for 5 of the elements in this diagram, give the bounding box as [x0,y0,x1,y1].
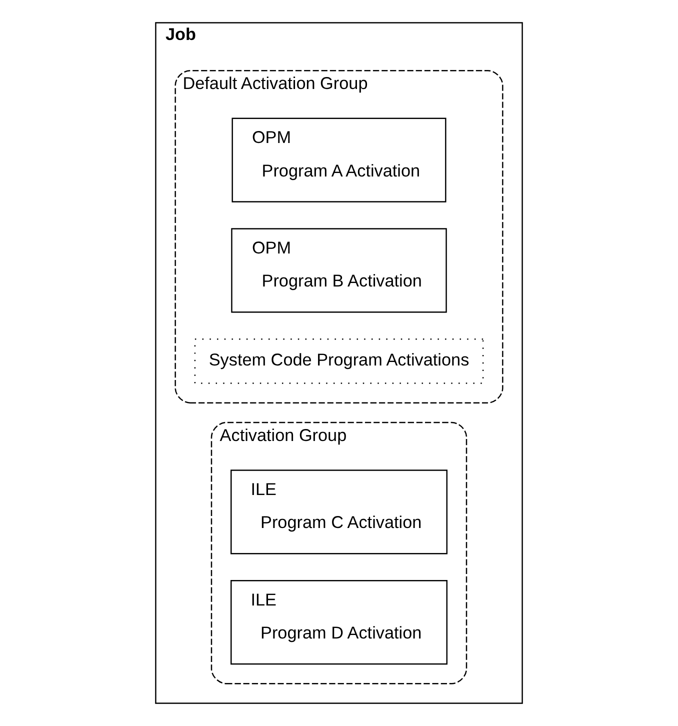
node-box: System Code Program Activations [194,338,484,384]
node-box: OPM Program B Activation [231,228,447,313]
node-box: ILE Program C Activation [230,470,448,554]
node-box: OPM Program A Activation [232,118,446,202]
node-box: ILE Program D Activation [230,580,448,665]
